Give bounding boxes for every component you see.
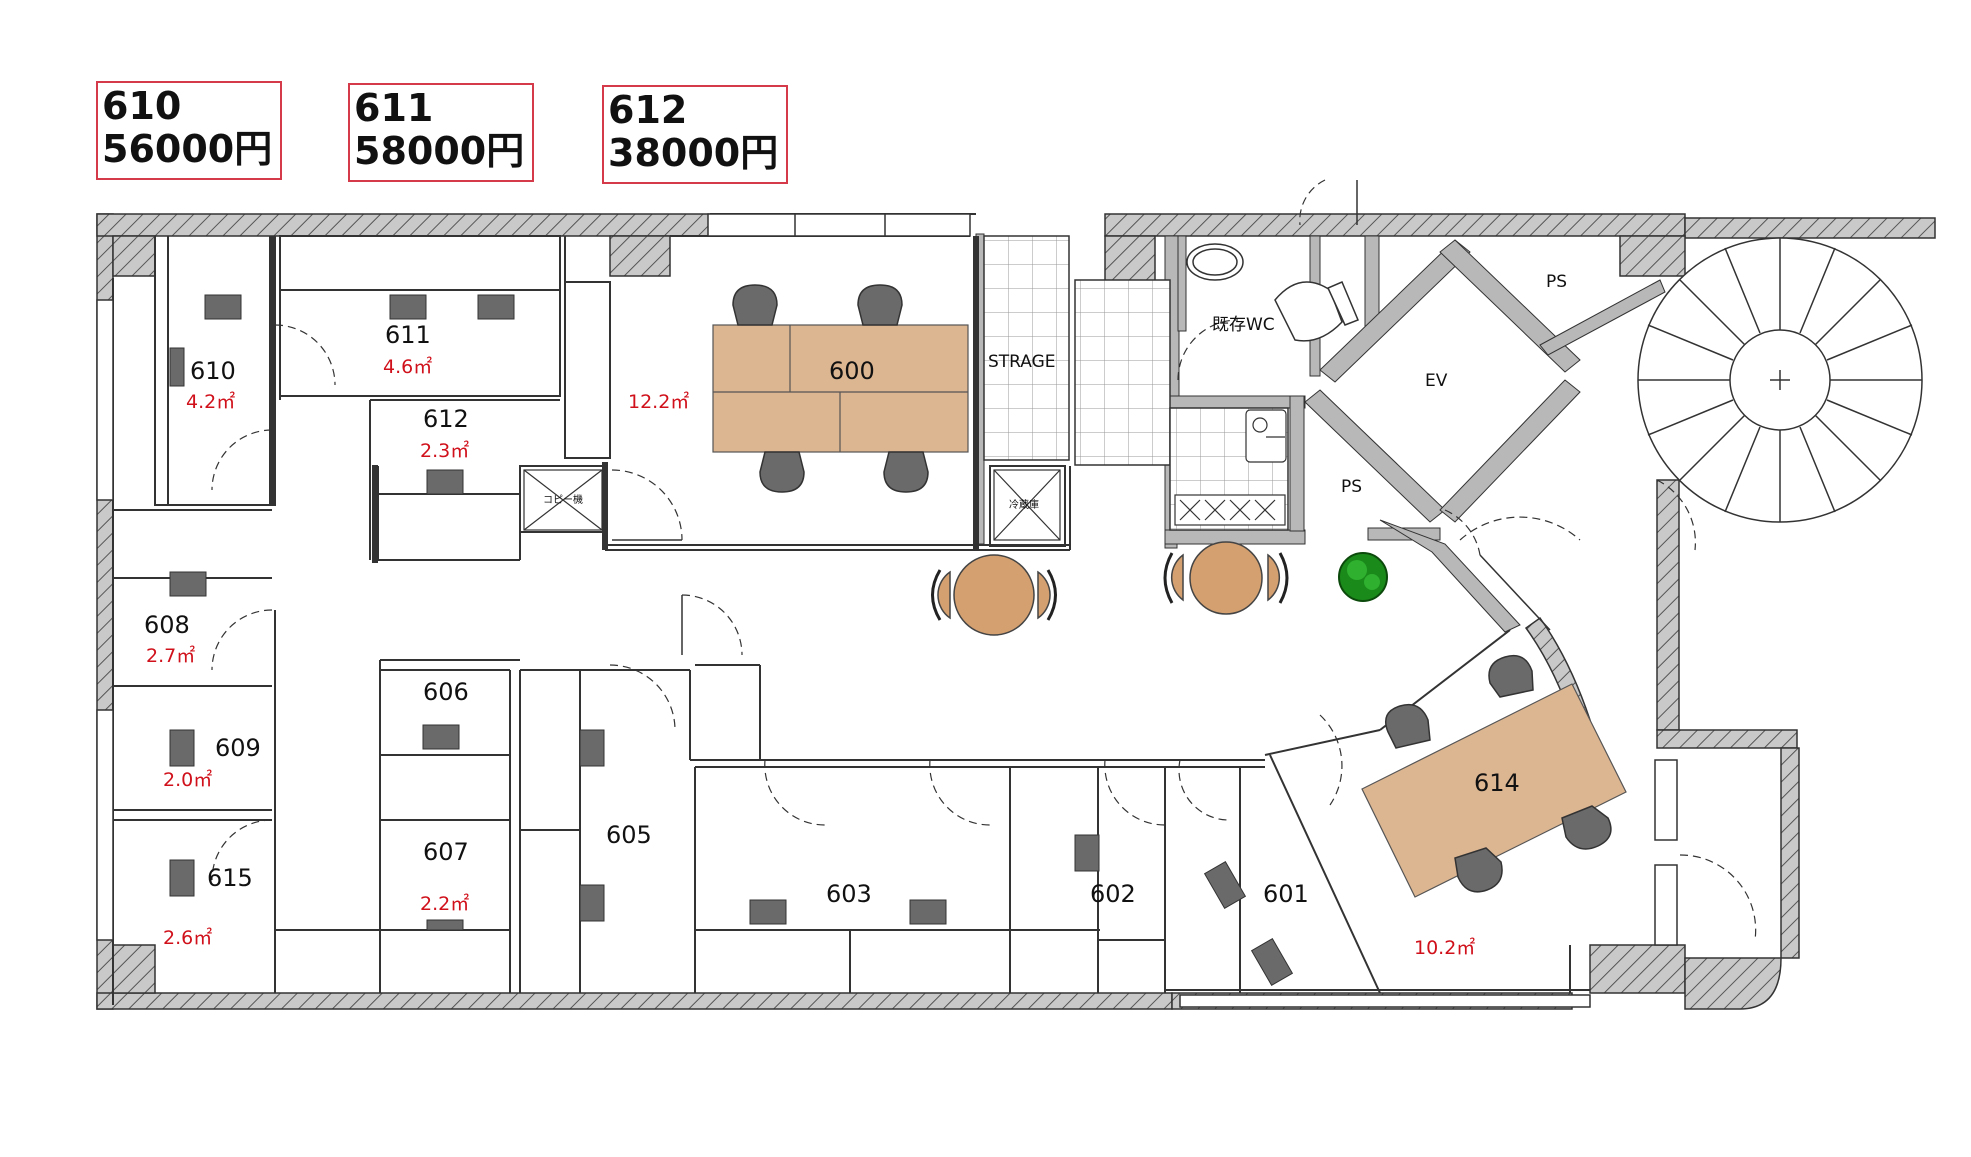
door-swings (211, 179, 1757, 941)
price-box-room: 612 (608, 88, 688, 132)
room-label-612: 612 (423, 405, 469, 433)
fridge-icon (993, 469, 1061, 541)
room-area-607: 2.2㎡ (420, 892, 469, 915)
storage-label: STRAGE (988, 352, 1056, 372)
room-label-602: 602 (1090, 880, 1136, 908)
copier-icon (523, 469, 603, 531)
price-box-price: 38000円 (608, 131, 779, 175)
fridge-label: 冷蔵庫 (1009, 498, 1039, 511)
price-box-price: 58000円 (354, 129, 525, 173)
room-label-600: 600 (829, 357, 875, 385)
plant-icon (1338, 552, 1388, 602)
sink-icon (1174, 409, 1287, 526)
room-area-612: 2.3㎡ (420, 439, 469, 462)
price-box-room: 611 (354, 86, 434, 130)
meeting-table-600 (712, 324, 969, 453)
price-box-price: 56000円 (102, 127, 273, 171)
price-box-611: 611 58000円 (348, 83, 534, 182)
room-label-610: 610 (190, 357, 236, 385)
meeting-table-614 (1361, 683, 1627, 898)
room-label-608: 608 (144, 611, 190, 639)
room-label-611: 611 (385, 321, 431, 349)
ps-label-top: PS (1546, 272, 1567, 292)
ps-label-mid: PS (1341, 477, 1362, 497)
price-box-610: 610 56000円 (96, 81, 282, 180)
chairs (732, 284, 1612, 893)
room-label-614: 614 (1474, 769, 1520, 797)
toilet-icon (1186, 243, 1359, 342)
room-area-614: 10.2㎡ (1414, 936, 1475, 959)
door-leaves (274, 180, 1551, 655)
windows (96, 213, 1678, 1008)
round-tables (931, 541, 1289, 636)
copier-label: コピー機 (543, 493, 583, 506)
room-area-610: 4.2㎡ (186, 390, 235, 413)
price-box-room: 610 (102, 84, 182, 128)
room-label-601: 601 (1263, 880, 1309, 908)
price-box-612: 612 38000円 (602, 85, 788, 184)
spiral-staircase (1637, 237, 1923, 523)
room-label-603: 603 (826, 880, 872, 908)
room-label-605: 605 (606, 821, 652, 849)
wc-label: 既存WC (1212, 315, 1275, 335)
room-area-609: 2.0㎡ (163, 768, 212, 791)
room-area-608: 2.7㎡ (146, 644, 195, 667)
room-label-607: 607 (423, 838, 469, 866)
room-label-615: 615 (207, 864, 253, 892)
ev-label: EV (1425, 371, 1448, 391)
desk-chairs (169, 294, 1294, 987)
room-area-615: 2.6㎡ (163, 926, 212, 949)
room-label-609: 609 (215, 734, 261, 762)
room-label-606: 606 (423, 678, 469, 706)
heavy-partitions (269, 236, 979, 563)
room-area-611: 4.6㎡ (383, 355, 432, 378)
room-area-600: 12.2㎡ (628, 390, 689, 413)
